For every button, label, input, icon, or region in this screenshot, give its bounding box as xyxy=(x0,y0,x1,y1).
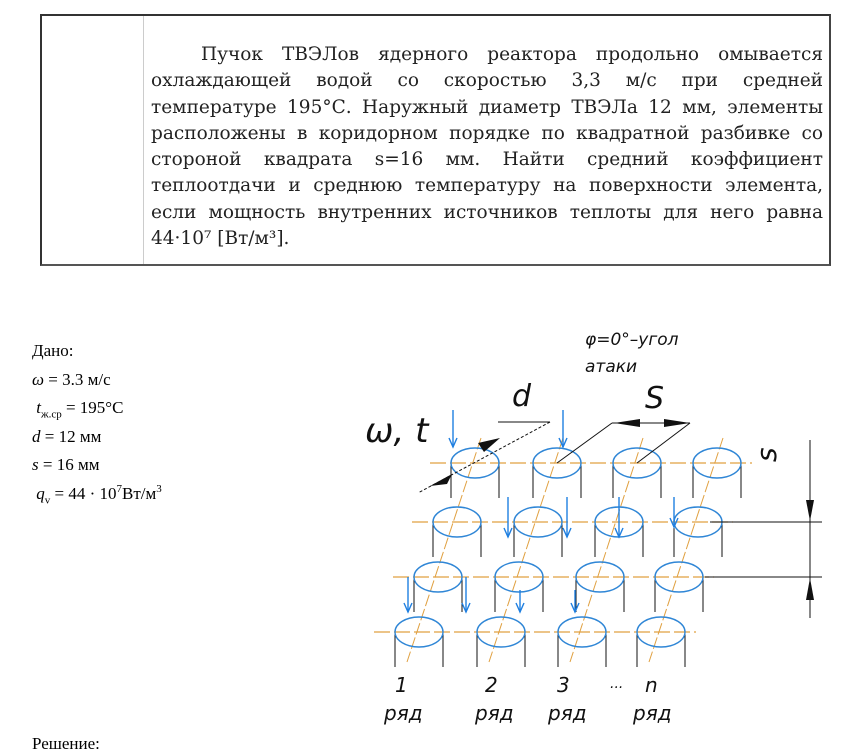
dimension-lines xyxy=(417,421,822,618)
attack-angle-label-2: атаки xyxy=(585,357,637,377)
problem-line: температуре 195°С. Наружный диаметр ТВЭЛ… xyxy=(151,96,823,118)
flow-arrowhead xyxy=(570,602,580,614)
column-axis-line xyxy=(648,437,724,663)
tube-ellipse xyxy=(413,561,463,593)
column-axis-line xyxy=(569,437,644,663)
column-axis-line xyxy=(488,437,564,663)
flow-arrowhead xyxy=(461,602,471,614)
tube-ellipse xyxy=(575,561,625,593)
row-word: ряд xyxy=(547,701,587,725)
arrowhead xyxy=(806,578,814,600)
given-temperature: tж.ср = 195°С xyxy=(36,398,124,421)
problem-statement: Пучок ТВЭЛов ядерного реактора продольно… xyxy=(151,42,823,252)
row-word: ряд xyxy=(383,701,423,725)
flow-arrowhead xyxy=(614,527,624,539)
tube-ellipse xyxy=(612,447,662,479)
flow-arrowhead xyxy=(558,437,568,449)
tube-ellipse xyxy=(532,447,582,479)
tube-ellipse xyxy=(654,561,704,593)
row-number: 3 xyxy=(557,673,570,697)
problem-line: стороной квадрата s=16 мм. Найти средний… xyxy=(151,149,823,171)
tube-ellipse xyxy=(494,561,544,593)
diameter-label: d xyxy=(512,379,532,414)
given-section: Дано: ω = 3.3 м/с tж.ср = 195°С d = 12 м… xyxy=(32,341,162,512)
dimension-arrows xyxy=(430,419,814,600)
row-labels: 1 ряд 2 ряд 3 ряд ... n ряд xyxy=(383,673,672,725)
attack-angle-label: φ=0°–угол xyxy=(585,330,679,350)
problem-line: расположены в коридорном порядке по квад… xyxy=(151,122,823,144)
tube-ellipse xyxy=(450,447,500,479)
given-velocity: ω = 3.3 м/с xyxy=(32,369,111,389)
flow-arrowhead xyxy=(515,602,525,614)
arrowhead xyxy=(806,500,814,521)
s-leader-left xyxy=(556,422,613,464)
problem-line: охлаждающей водой со скоростью 3,3 м/с п… xyxy=(151,70,823,92)
tube-grid xyxy=(374,410,752,667)
tube-ellipse xyxy=(692,447,742,479)
tube-ellipse xyxy=(513,506,563,538)
flow-arrowhead xyxy=(669,517,679,529)
given-heat-source: qv = 44 · 107Вт/м3 xyxy=(36,482,162,506)
row-word: ряд xyxy=(474,701,514,725)
problem-line: теплоотдачи и среднюю температуру на пов… xyxy=(151,175,823,197)
tube-ellipse xyxy=(476,616,526,648)
row-word: ряд xyxy=(632,701,672,725)
flow-arrowhead xyxy=(403,602,413,614)
row-number: 1 xyxy=(395,673,408,697)
problem-box-divider xyxy=(143,16,144,264)
problem-line: если мощность внутренних источников тепл… xyxy=(151,201,823,223)
tube-ellipse xyxy=(636,616,686,648)
row-number: n xyxy=(645,673,658,697)
arrowhead xyxy=(664,419,690,427)
given-pitch: s = 16 мм xyxy=(32,455,100,474)
problem-line: Пучок ТВЭЛов ядерного реактора продольно… xyxy=(201,44,823,65)
row-number: 2 xyxy=(485,673,498,697)
given-title: Дано: xyxy=(32,341,74,360)
s-leader-right xyxy=(636,422,691,464)
flow-arrowhead xyxy=(448,437,458,449)
arrowhead xyxy=(614,419,640,427)
flow-arrowhead xyxy=(503,527,513,539)
pitch-label: S xyxy=(645,381,664,416)
tube-ellipse xyxy=(557,616,607,648)
row-ellipsis: ... xyxy=(610,676,623,692)
arrowhead xyxy=(478,438,500,452)
flow-arrowhead xyxy=(562,527,572,539)
tube-ellipse xyxy=(432,506,482,538)
problem-box: Пучок ТВЭЛов ядерного реактора продольно… xyxy=(40,14,831,266)
problem-line: 44·10⁷ [Вт/м³]. xyxy=(151,228,290,250)
flow-label: ω, t xyxy=(365,411,430,451)
pitch-vertical-label: s xyxy=(750,447,783,462)
arrowhead xyxy=(430,474,452,486)
given-diameter: d = 12 мм xyxy=(32,426,102,446)
tube-ellipse xyxy=(394,616,444,648)
column-axis-line xyxy=(406,437,482,663)
